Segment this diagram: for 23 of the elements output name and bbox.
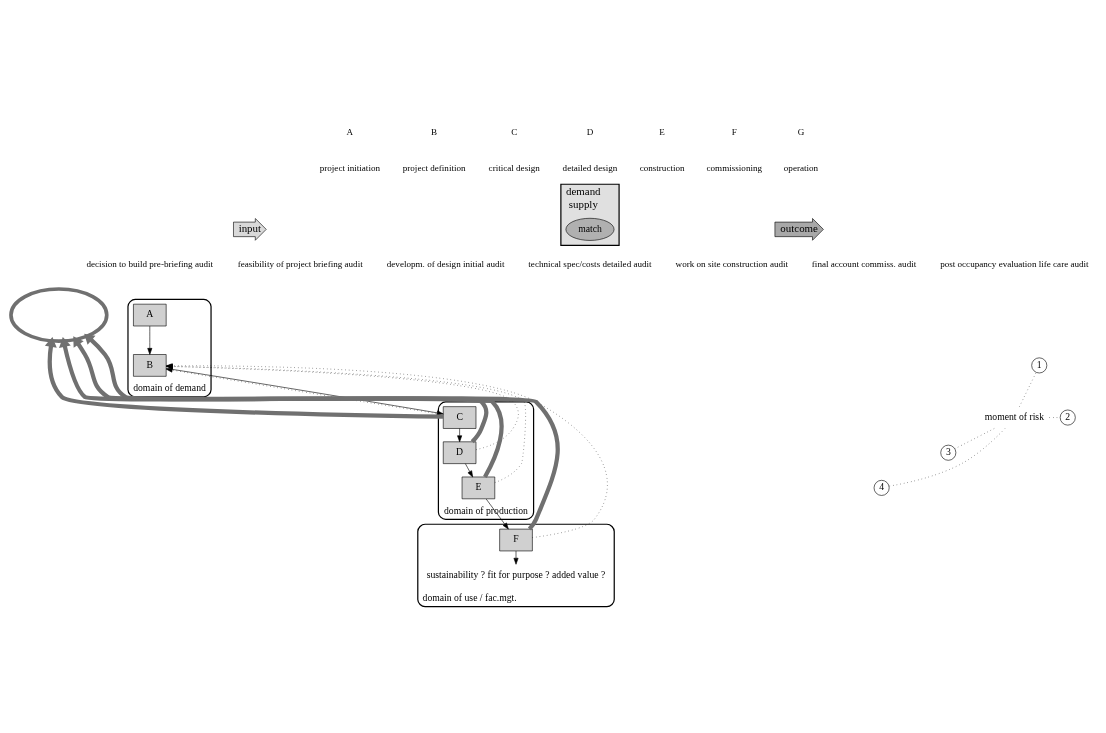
label: D [586,126,594,137]
label: commissioning [706,162,763,173]
label: operation [783,162,819,173]
label: E [659,126,665,137]
label: C [511,126,518,137]
label: critical design [488,162,540,173]
label: work on site construction audit [675,258,789,269]
label: F [731,126,737,137]
label: final account commiss. audit [811,258,917,269]
label: G [797,126,805,137]
node-text: sustainability ? fit for purpose ? added value ? [426,568,606,579]
node-text: moment of risk [984,410,1044,422]
label: decision to build pre-briefing audit [86,258,214,269]
label: feasibility of project briefing audit [237,258,363,269]
label: project initiation [319,162,381,173]
label: B [431,126,438,137]
label: detailed design [562,162,618,173]
label: post occupancy evaluation life care audit [940,258,1089,269]
label: A [346,126,354,137]
label: construction [639,162,685,173]
label: technical spec/costs detailed audit [528,258,652,269]
label: developm. of design initial audit [386,258,505,269]
label: project definition [402,162,466,173]
